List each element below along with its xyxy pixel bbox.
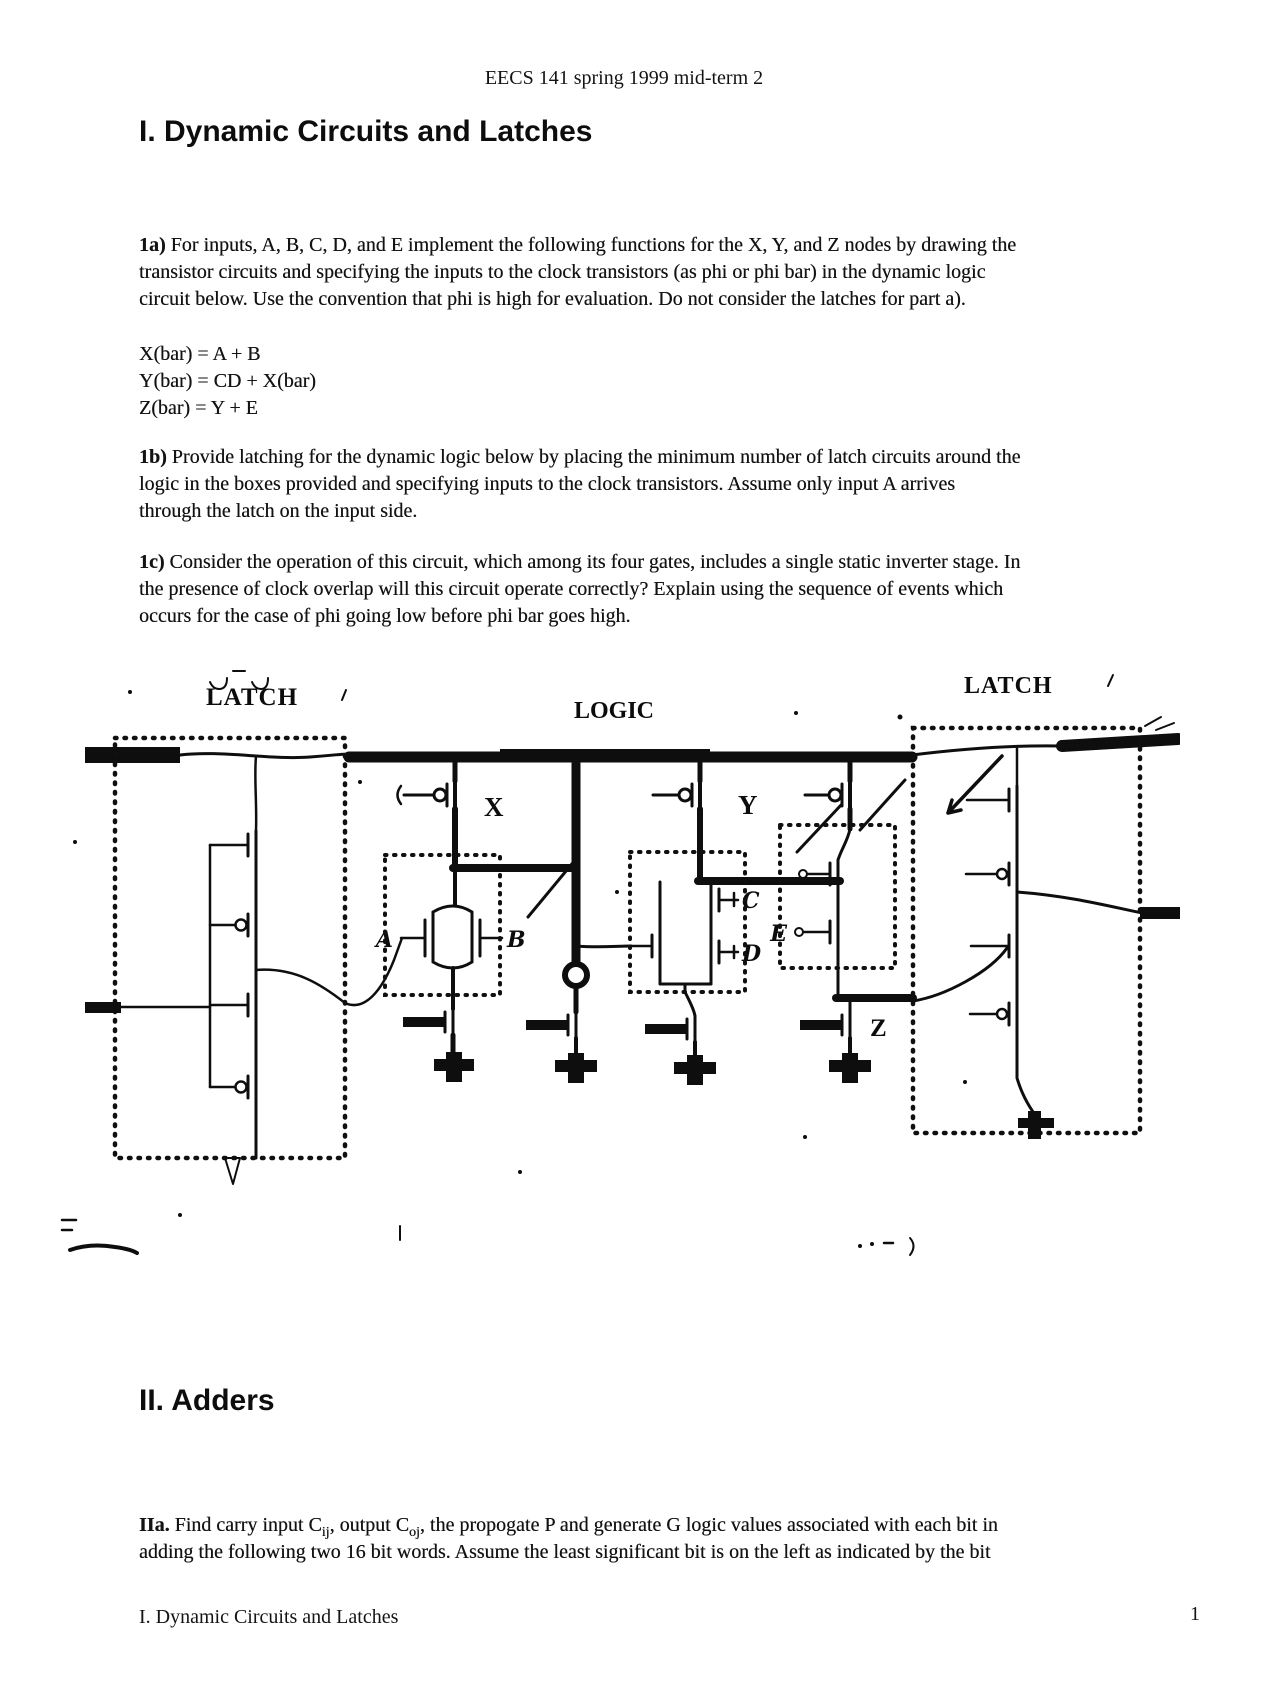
cd-network bbox=[628, 850, 747, 1085]
node-z-label: Z bbox=[870, 1015, 887, 1042]
section2-title: II. Adders bbox=[139, 1384, 275, 1417]
logic-label: LOGIC bbox=[574, 698, 654, 724]
footer-section-title: I. Dynamic Circuits and Latches bbox=[139, 1606, 399, 1628]
paragraph-1b-text: Provide latching for the dynamic logic b… bbox=[139, 446, 1021, 522]
paragraph-1a-label: 1a) bbox=[139, 234, 166, 256]
vdd-rail bbox=[85, 716, 1180, 763]
paragraph-1c-text: Consider the operation of this circuit, … bbox=[139, 551, 1021, 627]
z-gate bbox=[803, 756, 907, 862]
paragraph-iia-label: IIa. bbox=[139, 1514, 170, 1536]
paragraph-1c-label: 1c) bbox=[139, 551, 165, 573]
y-gate bbox=[651, 756, 844, 888]
paragraph-1b: 1b) Provide latching for the dynamic log… bbox=[139, 444, 1234, 525]
paragraph-1c: 1c) Consider the operation of this circu… bbox=[139, 549, 1234, 630]
inverter-stage bbox=[526, 754, 633, 1083]
paragraph-iia-text3: , the propogate P and generate G logic v… bbox=[139, 1514, 998, 1563]
right-latch bbox=[910, 725, 1180, 1139]
paragraph-iia-text1: Find carry input C bbox=[169, 1514, 322, 1536]
equation-xbar: X(bar) = A + B bbox=[139, 343, 261, 365]
document-header: EECS 141 spring 1999 mid-term 2 bbox=[484, 67, 764, 89]
paragraph-1a-text: For inputs, A, B, C, D, and E implement … bbox=[139, 234, 1017, 310]
ab-network bbox=[383, 853, 504, 1082]
paragraph-1a: 1a) For inputs, A, B, C, D, and E implem… bbox=[139, 232, 1234, 313]
scan-artifacts bbox=[60, 670, 1114, 1256]
paragraph-1b-label: 1b) bbox=[139, 446, 167, 468]
footer-page-number: 1 bbox=[1190, 1603, 1200, 1625]
paragraph-iia: IIa. Find carry input Cij, output Coj, t… bbox=[139, 1512, 1234, 1566]
node-x-label: X bbox=[484, 792, 504, 822]
equation-ybar: Y(bar) = CD + X(bar) bbox=[139, 370, 316, 392]
input-b-label: B bbox=[506, 927, 526, 953]
section1-title: I. Dynamic Circuits and Latches bbox=[139, 115, 593, 148]
node-y-label: Y bbox=[738, 790, 758, 820]
paragraph-iia-sub1: ij bbox=[321, 1525, 330, 1540]
paragraph-iia-sub2: oj bbox=[409, 1525, 420, 1540]
paragraph-iia-text2: , output C bbox=[329, 1514, 410, 1536]
circuit-diagram: LATCH LOGIC LATCH X Y Z A B C D E bbox=[60, 670, 1180, 1256]
equation-zbar: Z(bar) = Y + E bbox=[139, 397, 258, 419]
x-gate bbox=[396, 756, 580, 919]
left-latch bbox=[85, 735, 404, 1185]
diagram-labels: LATCH LOGIC LATCH X Y Z A B C D E bbox=[206, 673, 1053, 1042]
latch-right-label: LATCH bbox=[964, 673, 1053, 699]
e-network bbox=[778, 823, 917, 1083]
